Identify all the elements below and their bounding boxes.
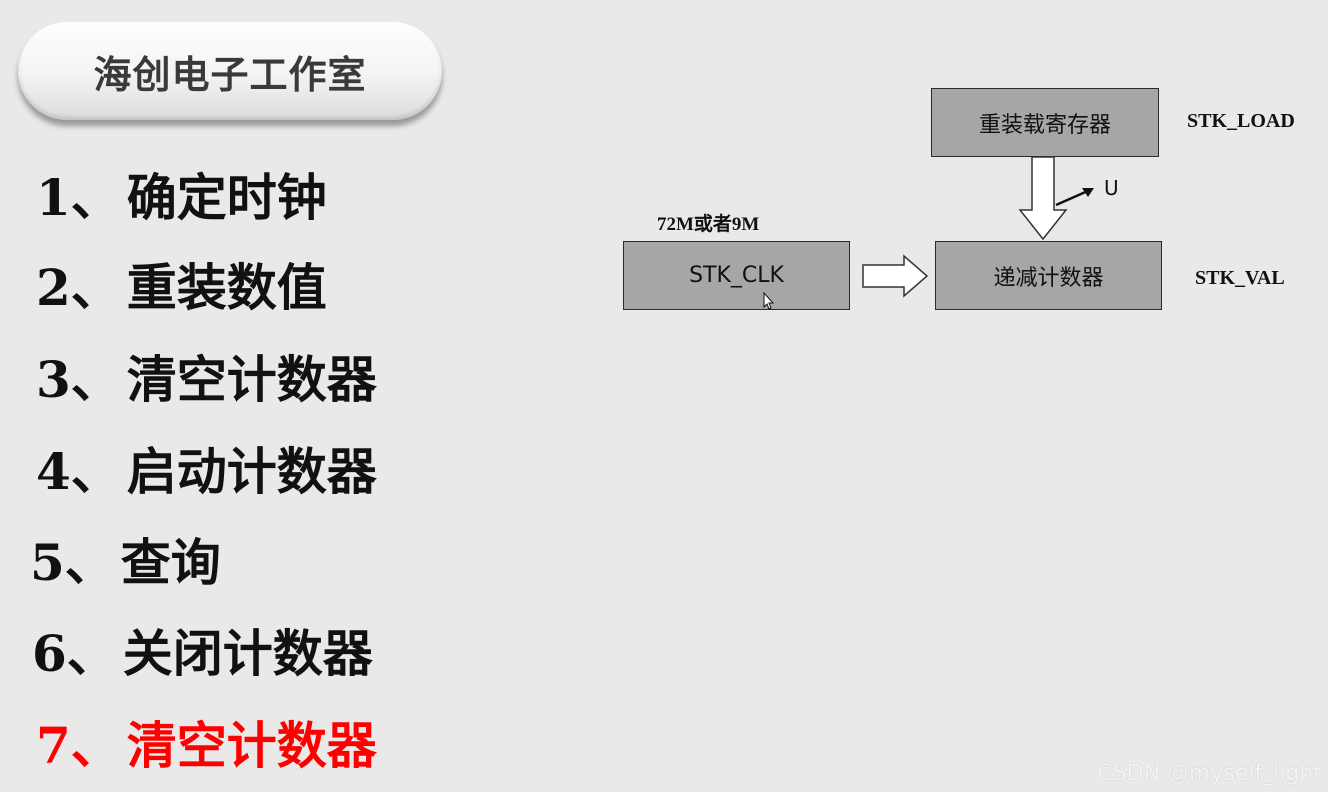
clock-frequency-label: 72M或者9M bbox=[657, 214, 760, 235]
clock-source-label: STK_CLK bbox=[689, 263, 784, 288]
step-text: 清空计数器 bbox=[126, 350, 377, 409]
title-banner: 海创电子工作室 bbox=[18, 22, 442, 120]
step-text: 确定时钟 bbox=[126, 168, 327, 227]
stk-val-label: STK_VAL bbox=[1195, 267, 1285, 289]
step-text: 关闭计数器 bbox=[122, 624, 373, 683]
step-number: 5、 bbox=[30, 533, 115, 592]
reload-to-counter-arrow bbox=[1018, 156, 1068, 241]
step-number: 6、 bbox=[32, 624, 117, 683]
step-text: 清空计数器 bbox=[126, 716, 377, 775]
step-text: 启动计数器 bbox=[126, 442, 377, 501]
watermark: CSDN @myself_light bbox=[1097, 761, 1322, 786]
down-counter-label: 递减计数器 bbox=[993, 265, 1104, 291]
step-item-highlighted: 7、清空计数器 bbox=[36, 716, 377, 776]
step-number: 2、 bbox=[36, 258, 121, 317]
reload-register-label: 重装载寄存器 bbox=[978, 112, 1111, 138]
step-item: 3、清空计数器 bbox=[36, 350, 377, 410]
underflow-arrow-line bbox=[1055, 188, 1091, 207]
step-number: 1、 bbox=[36, 168, 121, 227]
mouse-cursor-icon bbox=[763, 291, 775, 310]
step-number: 4、 bbox=[36, 442, 121, 501]
step-item: 2、重装数值 bbox=[36, 258, 327, 318]
step-item: 6、关闭计数器 bbox=[32, 624, 373, 684]
step-number: 7、 bbox=[36, 716, 121, 775]
down-counter-box: 递减计数器 bbox=[935, 241, 1162, 310]
page-title: 海创电子工作室 bbox=[93, 52, 367, 97]
step-item: 1、确定时钟 bbox=[36, 168, 327, 228]
reload-register-box: 重装载寄存器 bbox=[931, 88, 1159, 157]
step-text: 查询 bbox=[120, 533, 221, 592]
step-item: 5、查询 bbox=[30, 533, 221, 593]
underflow-arrow-head bbox=[1082, 188, 1094, 197]
stk-load-label: STK_LOAD bbox=[1187, 110, 1295, 132]
clock-source-box: STK_CLK bbox=[623, 241, 850, 310]
clock-to-counter-arrow bbox=[862, 254, 929, 298]
step-item: 4、启动计数器 bbox=[36, 442, 377, 502]
underflow-label: U bbox=[1104, 176, 1119, 200]
step-number: 3、 bbox=[36, 350, 121, 409]
step-text: 重装数值 bbox=[126, 258, 327, 317]
